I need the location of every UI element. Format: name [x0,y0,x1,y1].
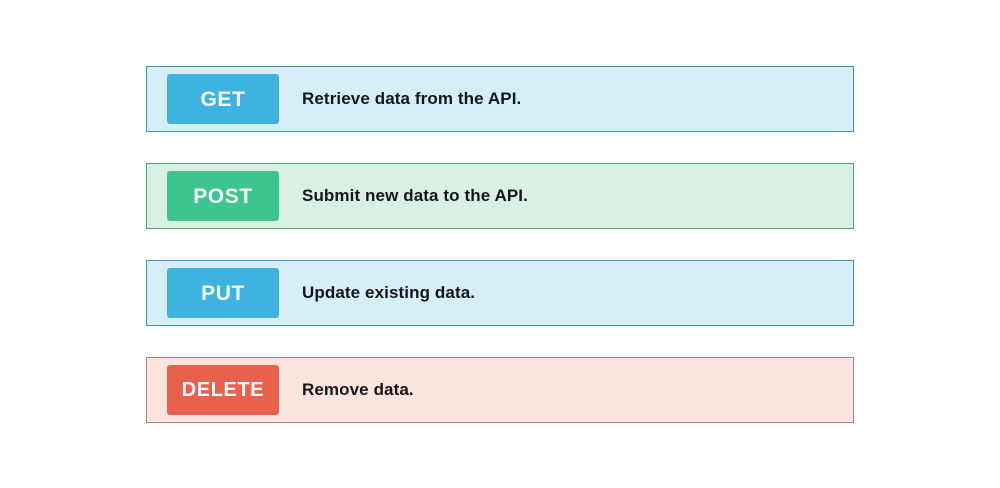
method-description-put: Update existing data. [302,283,476,302]
http-method-list: GET Retrieve data from the API. POST Sub… [146,66,854,423]
method-badge-delete[interactable]: DELETE [167,365,279,415]
method-row-delete[interactable]: DELETE Remove data. [146,357,854,423]
method-badge-put[interactable]: PUT [167,268,279,318]
method-row-put[interactable]: PUT Update existing data. [146,260,854,326]
method-row-get[interactable]: GET Retrieve data from the API. [146,66,854,132]
method-description-delete: Remove data. [302,380,414,399]
method-badge-get[interactable]: GET [167,74,279,124]
method-row-post[interactable]: POST Submit new data to the API. [146,163,854,229]
method-description-get: Retrieve data from the API. [302,89,522,108]
method-description-post: Submit new data to the API. [302,186,528,205]
method-badge-post[interactable]: POST [167,171,279,221]
